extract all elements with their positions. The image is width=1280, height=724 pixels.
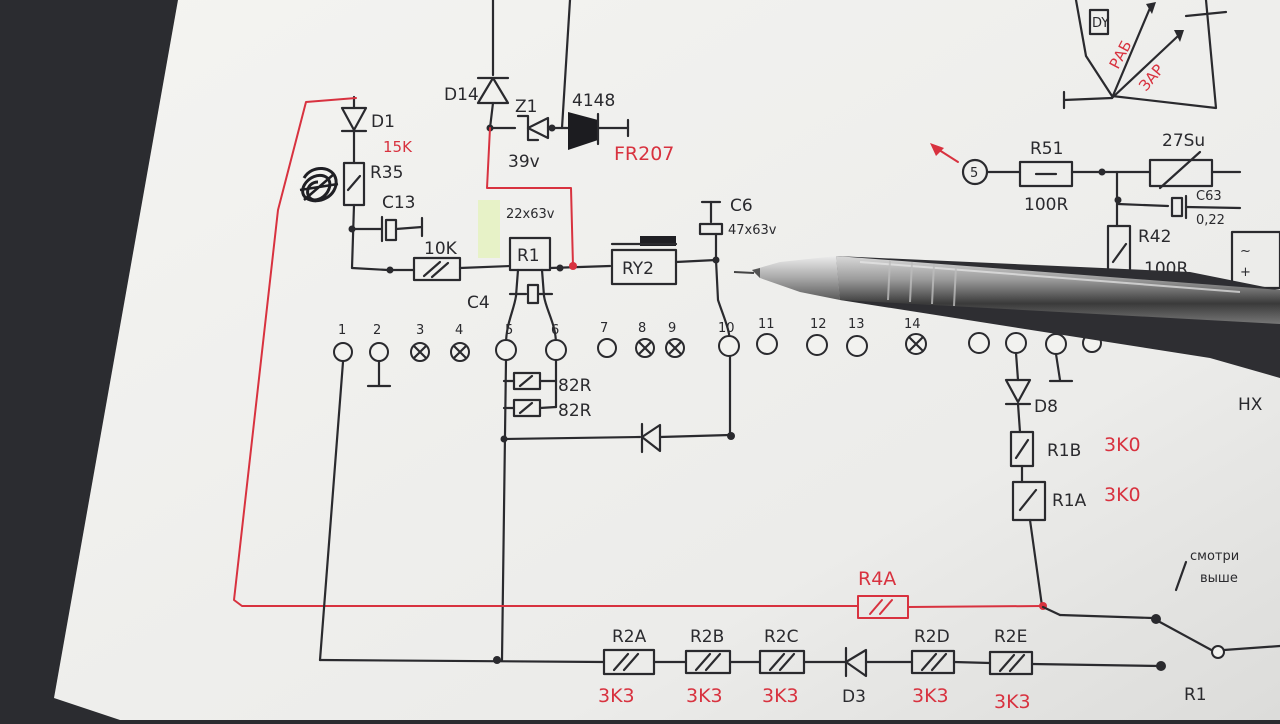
r2b-label: R2B xyxy=(690,627,724,647)
r10k-label: 10K xyxy=(424,239,458,259)
relay-cluster: R1 22x63v C4 RY2 C6 47x63v xyxy=(467,196,777,346)
top-diode-group: D14 Z1 39v 4148 FR207 xyxy=(444,0,674,172)
pin-8 xyxy=(635,338,655,358)
pin-15 xyxy=(968,332,990,354)
pin-number-9: 9 xyxy=(668,321,676,336)
fr207-label: FR207 xyxy=(614,143,674,165)
c13-label: C13 xyxy=(382,193,416,213)
pin-number-12: 12 xyxy=(810,317,827,332)
c6-label: C6 xyxy=(730,196,753,216)
z1-value: 39v xyxy=(508,152,540,172)
resistor-82r-group: 82R 82R xyxy=(500,354,735,662)
svg-text:~: ~ xyxy=(1240,244,1251,259)
pin-number-7: 7 xyxy=(600,321,608,336)
pin-row: 1 2 3 4 5 6 7 8 9 10 11 12 13 14 xyxy=(333,317,1102,388)
r2a-label: R2A xyxy=(612,627,647,647)
left-branch: D1 15K R35 C13 10K xyxy=(299,95,512,282)
red-wire-d14 xyxy=(486,127,574,267)
pin-10 xyxy=(718,335,740,357)
pin-number-4: 4 xyxy=(455,323,463,338)
c6-value: 47x63v xyxy=(728,223,777,238)
r42-label: R42 xyxy=(1138,227,1171,247)
inset-box-label: DY xyxy=(1092,16,1109,31)
pin-7 xyxy=(597,338,617,358)
pin-number-5: 5 xyxy=(505,323,513,338)
mechanical-pencil xyxy=(733,256,1280,378)
r1a-label: R1A xyxy=(1052,491,1087,511)
node-5-label: 5 xyxy=(970,166,978,181)
r4a-label: R4A xyxy=(858,568,896,590)
d8-label: D8 xyxy=(1034,397,1058,417)
r51-label: R51 xyxy=(1030,139,1063,159)
note-line-2: выше xyxy=(1200,571,1238,586)
r1-label: R1 xyxy=(517,246,540,266)
pin-9 xyxy=(665,338,685,358)
c4-label: C4 xyxy=(467,293,490,313)
r2e-value: 3K3 xyxy=(994,691,1031,713)
r2d-value: 3K3 xyxy=(912,685,949,707)
r82b-label: 82R xyxy=(558,401,592,421)
r51-value: 100R xyxy=(1024,195,1068,215)
pin-number-3: 3 xyxy=(416,323,424,338)
pin-5 xyxy=(495,339,517,361)
r1-value: 22x63v xyxy=(506,207,555,222)
d4148-label: 4148 xyxy=(572,91,615,111)
r1b-label: R1B xyxy=(1047,441,1081,461)
r2a-value: 3K3 xyxy=(598,685,635,707)
pin-number-10: 10 xyxy=(718,321,735,336)
r1a-value: 3K0 xyxy=(1104,484,1141,506)
right-branch: D8 R1B 3K0 R1A 3K0 xyxy=(1004,351,1141,608)
d1-label: D1 xyxy=(371,112,395,132)
c63-value: 0,22 xyxy=(1196,213,1225,228)
pin-17 xyxy=(1045,333,1067,355)
r2e-label: R2E xyxy=(994,627,1027,647)
pin-number-2: 2 xyxy=(373,323,381,338)
r82a-label: 82R xyxy=(558,376,592,396)
pin-16 xyxy=(1005,332,1027,354)
pin-11 xyxy=(756,333,778,355)
switch-r1: R1 смотри выше xyxy=(1041,549,1280,705)
red-loop: R4A xyxy=(233,97,1047,619)
d3-label: D3 xyxy=(842,687,866,707)
svg-text:+: + xyxy=(1240,265,1251,280)
r35-label: R35 xyxy=(370,163,403,183)
r2d-label: R2D xyxy=(914,627,950,647)
r2c-value: 3K3 xyxy=(762,685,799,707)
pin-14 xyxy=(905,333,927,355)
pin-12 xyxy=(806,334,828,356)
upper-right-group: 5 ~ + R51 100R 27Su C63 0,22 R42 100R HX xyxy=(930,131,1280,415)
right-edge-label: HX xyxy=(1238,395,1263,415)
pin-3 xyxy=(410,342,430,362)
z1-label: Z1 xyxy=(515,97,537,117)
ry2-label: RY2 xyxy=(622,259,654,279)
paper-sheet xyxy=(54,0,1280,720)
pin-number-13: 13 xyxy=(848,317,865,332)
r2b-value: 3K3 xyxy=(686,685,723,707)
r1b-value: 3K0 xyxy=(1104,434,1141,456)
r35-value: 15K xyxy=(383,138,413,156)
pin-number-8: 8 xyxy=(638,321,646,336)
pin-4 xyxy=(450,342,470,362)
d14-label: D14 xyxy=(444,85,479,105)
pot-label: 27Su xyxy=(1162,131,1205,151)
pin-number-14: 14 xyxy=(904,317,921,332)
r2c-label: R2C xyxy=(764,627,799,647)
r1-switch-label: R1 xyxy=(1184,685,1207,705)
pin-13 xyxy=(846,335,868,357)
pin-number-6: 6 xyxy=(551,323,559,338)
pin-6 xyxy=(545,339,567,361)
c63-label: C63 xyxy=(1196,189,1222,204)
pin-1 xyxy=(333,342,353,362)
pin-number-1: 1 xyxy=(338,323,346,338)
bottom-chain: R2A R2B R2C R2D R2E D3 3K3 3K3 3K3 3K3 3… xyxy=(318,360,1166,713)
pin-number-11: 11 xyxy=(758,317,775,332)
pin-2 xyxy=(369,342,389,362)
note-line-1: смотри xyxy=(1190,549,1239,564)
